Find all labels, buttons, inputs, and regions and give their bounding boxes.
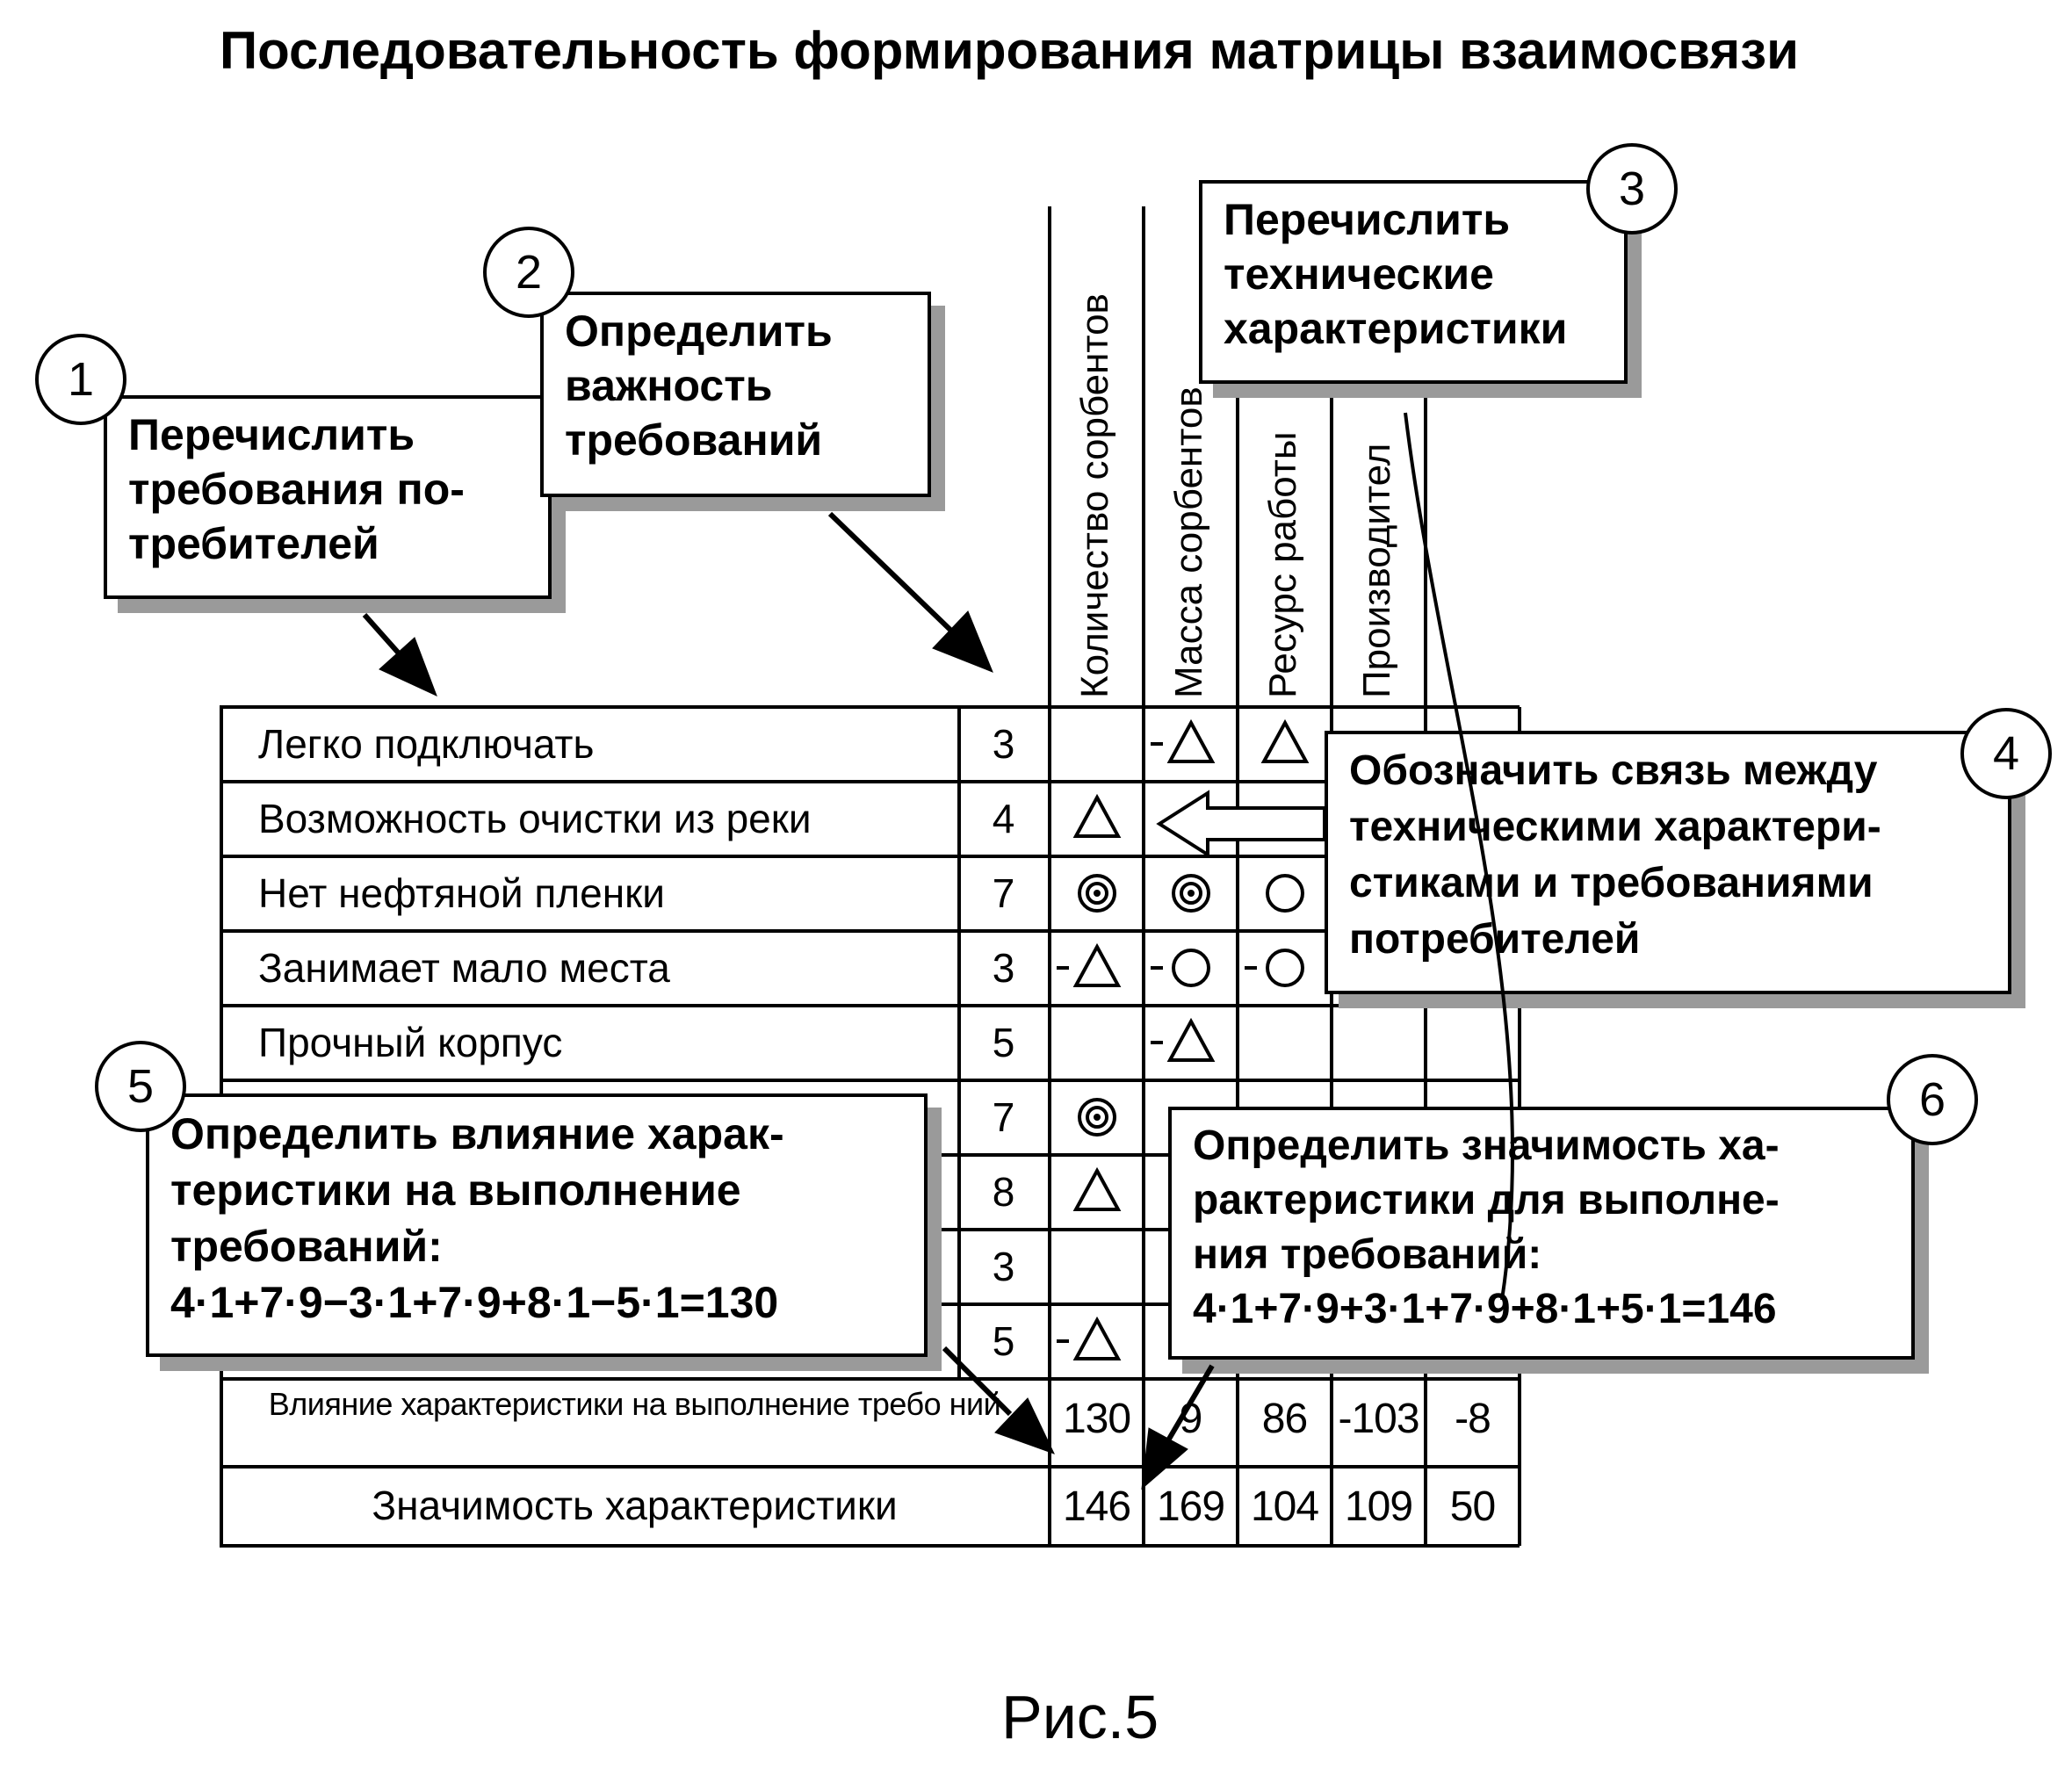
relationship-mark xyxy=(1144,856,1238,931)
callout-1-box: Перечислить требования по- требителей xyxy=(104,395,552,599)
callout-6-formula: 4·1+7·9+3·1+7·9+8·1+5·1=146 xyxy=(1193,1286,1777,1332)
influence-value: 9 xyxy=(1179,1396,1203,1442)
grid-line xyxy=(220,855,1520,858)
grid-line xyxy=(220,705,1520,709)
relationship-mark xyxy=(1050,1155,1144,1230)
callout-6-box: Определить значимость ха- рактеристики д… xyxy=(1168,1107,1915,1360)
grid-line xyxy=(220,1004,1520,1007)
callout-5-box: Определить влияние харак- теристики на в… xyxy=(146,1093,928,1357)
column-header: Количество сорбентов xyxy=(1050,206,1144,707)
grid-line xyxy=(220,1544,1520,1548)
triangle-icon xyxy=(1260,718,1309,763)
circle-icon xyxy=(1265,874,1304,913)
influence-value: 130 xyxy=(1062,1396,1131,1442)
significance-value: 169 xyxy=(1156,1483,1225,1530)
grid-line xyxy=(220,1079,1520,1082)
requirement-label: Занимает мало места xyxy=(258,945,670,991)
relationship-mark xyxy=(1050,1304,1144,1379)
double-circle-icon xyxy=(1077,1098,1116,1137)
requirement-label: Нет нефтяной пленки xyxy=(258,870,665,916)
importance-value: 5 xyxy=(992,1020,1015,1065)
grid-line xyxy=(220,780,1520,783)
callout-1-badge: 1 xyxy=(35,334,126,425)
grid-line xyxy=(957,707,961,1379)
grid-line xyxy=(1142,206,1145,707)
arrow-callout-1 xyxy=(362,613,437,696)
column-header-label: Ресурс работы xyxy=(1260,431,1304,698)
callout-5-badge: 5 xyxy=(95,1041,186,1132)
influence-value: 86 xyxy=(1261,1396,1308,1442)
significance-value: 146 xyxy=(1062,1483,1131,1530)
significance-value: 104 xyxy=(1250,1483,1319,1530)
column-header-label: Количество сорбентов xyxy=(1072,293,1116,698)
grid-line xyxy=(1236,206,1239,707)
callout-6-badge: 6 xyxy=(1887,1054,1978,1145)
relationship-mark xyxy=(1144,931,1238,1006)
triangle-icon xyxy=(1150,718,1215,763)
importance-value: 3 xyxy=(992,945,1015,991)
column-header-label: Производител xyxy=(1354,443,1398,698)
requirement-label: Возможность очистки из реки xyxy=(258,796,812,841)
grid-line xyxy=(1330,206,1333,707)
relationship-mark xyxy=(1238,931,1332,1006)
grid-line xyxy=(220,1465,1520,1469)
callout-5-text: Определить влияние харак- теристики на в… xyxy=(170,1109,784,1271)
callout-4-box: Обозначить связь между техническими хара… xyxy=(1325,731,2011,994)
triangle-icon xyxy=(1056,942,1121,987)
significance-value: 50 xyxy=(1449,1483,1496,1530)
column-header-label: Масса сорбентов xyxy=(1166,386,1210,698)
importance-value: 7 xyxy=(992,1094,1015,1140)
callout-3-box: Перечислить технические характеристики xyxy=(1199,180,1628,384)
relationship-mark xyxy=(1050,931,1144,1006)
relationship-mark xyxy=(1238,707,1332,782)
importance-value: 3 xyxy=(992,1244,1015,1289)
relationship-mark xyxy=(1144,1006,1238,1080)
grid-line xyxy=(220,929,1520,933)
callout-4-badge: 4 xyxy=(1960,708,2052,799)
callout-2-box: Определить важность требований xyxy=(540,292,931,497)
double-circle-icon xyxy=(1171,874,1210,913)
influence-value: -103 xyxy=(1338,1396,1419,1442)
relationship-mark xyxy=(1050,856,1144,931)
importance-value: 8 xyxy=(992,1169,1015,1215)
grid-line xyxy=(1048,707,1051,1546)
callout-6-text: Определить значимость ха- рактеристики д… xyxy=(1193,1122,1780,1278)
arrow-callout-4 xyxy=(1156,790,1326,858)
double-circle-icon xyxy=(1077,874,1116,913)
arrow-callout-2 xyxy=(827,511,993,673)
callout-5-formula: 4·1+7·9−3·1+7·9+8·1−5·1=130 xyxy=(170,1278,779,1327)
callout-4-text: Обозначить связь между техническими хара… xyxy=(1349,747,1881,963)
page-title: Последовательность формирования матрицы … xyxy=(220,21,1799,80)
importance-value: 7 xyxy=(992,870,1015,916)
influence-value: -8 xyxy=(1455,1396,1491,1442)
significance-value: 109 xyxy=(1344,1483,1413,1530)
grid-line xyxy=(220,1377,1520,1381)
requirement-label: Прочный корпус xyxy=(258,1020,563,1065)
grid-line xyxy=(1048,206,1051,707)
importance-value: 5 xyxy=(992,1318,1015,1364)
grid-line xyxy=(1142,707,1145,1546)
requirement-label: Легко подключать xyxy=(258,721,595,767)
relationship-mark xyxy=(1144,707,1238,782)
callout-3-badge: 3 xyxy=(1586,143,1678,235)
triangle-icon xyxy=(1150,1017,1215,1062)
relationship-mark xyxy=(1238,856,1332,931)
importance-value: 3 xyxy=(992,721,1015,767)
callout-3-text: Перечислить технические характеристики xyxy=(1224,195,1568,353)
significance-row-label: Значимость характеристики xyxy=(372,1483,898,1528)
callout-2-badge: 2 xyxy=(483,227,574,318)
relationship-mark xyxy=(1050,782,1144,856)
influence-row-label: Влияние характеристики на выполнение тре… xyxy=(268,1386,1001,1422)
triangle-icon xyxy=(1056,1316,1121,1360)
circle-icon xyxy=(1150,949,1210,987)
figure-caption: Рис.5 xyxy=(1001,1683,1159,1751)
importance-value: 4 xyxy=(992,796,1015,841)
callout-1-text: Перечислить требования по- требителей xyxy=(128,410,465,568)
triangle-icon xyxy=(1072,1166,1121,1211)
relationship-mark xyxy=(1050,1080,1144,1155)
callout-2-text: Определить важность требований xyxy=(565,307,833,465)
triangle-icon xyxy=(1072,793,1121,838)
circle-icon xyxy=(1244,949,1304,987)
